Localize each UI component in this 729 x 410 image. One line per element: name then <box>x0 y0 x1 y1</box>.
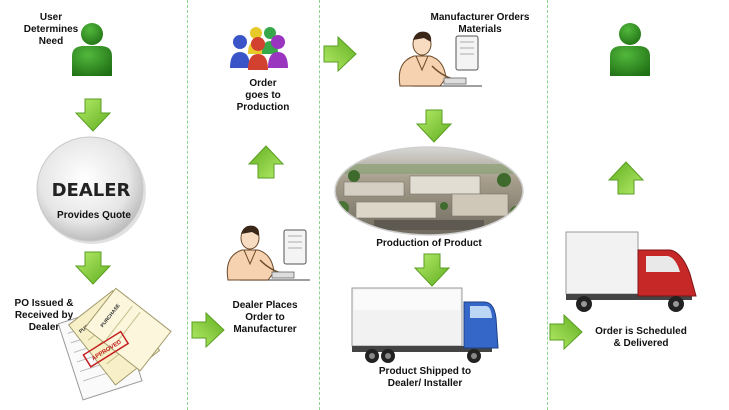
green-arrow-icon <box>323 36 357 72</box>
green-arrow-icon <box>608 161 644 195</box>
purchase-order-papers-icon: PURCHASE ORDER PURCHASE APPROVED <box>57 287 172 401</box>
desk-worker-icon <box>226 224 311 281</box>
green-arrow-icon <box>75 98 111 132</box>
factory-aerial-photo <box>334 146 524 236</box>
green-arrow-icon <box>416 109 452 143</box>
green-arrow-icon <box>248 145 284 179</box>
order-production-label: Order goes to Production <box>236 78 290 113</box>
dealer-chip-text: DEALER <box>52 180 131 201</box>
po-issued-label: PO Issued & Received by Dealer <box>14 298 74 333</box>
desk-worker-icon <box>398 30 483 87</box>
green-arrow-icon <box>549 314 583 350</box>
team-people-icon <box>230 27 288 70</box>
order-delivered-label: Order is Scheduled & Delivered <box>595 326 687 349</box>
green-arrow-icon <box>75 251 111 285</box>
dealer-chip-icon: DEALER <box>36 136 146 244</box>
manufacturer-orders-label: Manufacturer Orders Materials <box>430 12 530 35</box>
delivery-truck-icon <box>351 287 499 364</box>
column-divider-3 <box>547 0 548 410</box>
step-user-need-label: User Determines Need <box>23 12 79 47</box>
green-arrow-icon <box>414 253 450 287</box>
user-person-icon <box>72 23 112 76</box>
column-divider-1 <box>187 0 188 410</box>
green-arrow-icon <box>191 312 225 348</box>
delivery-truck-icon <box>565 231 697 312</box>
column-divider-2 <box>319 0 320 410</box>
dealer-places-label: Dealer Places Order to Manufacturer <box>232 300 298 335</box>
user-person-icon <box>610 23 650 76</box>
product-shipped-label: Product Shipped to Dealer/ Installer <box>378 366 472 389</box>
production-product-label: Production of Product <box>376 238 482 249</box>
provides-quote-label: Provides Quote <box>57 210 131 221</box>
